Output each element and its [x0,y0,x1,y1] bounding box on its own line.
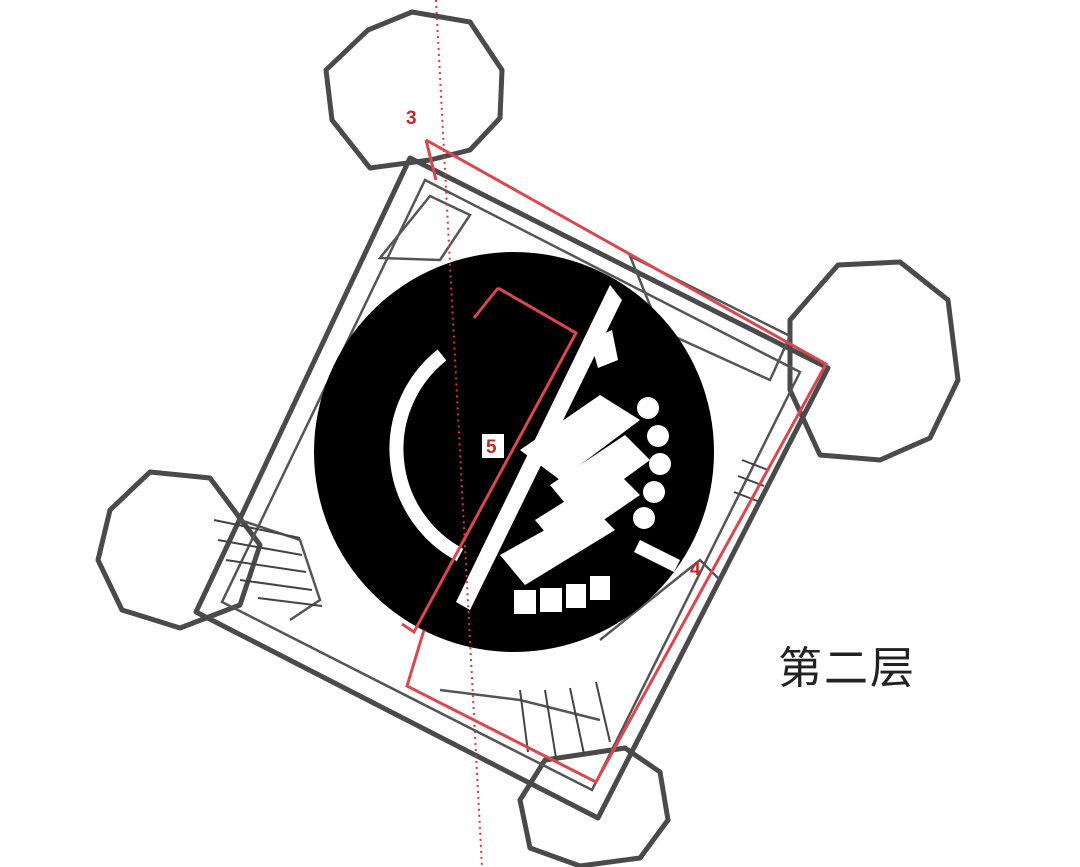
radial-walls [213,459,769,759]
section-outline-right [405,138,829,784]
marker-4: 4 [690,559,701,580]
section-outline-top [424,139,438,181]
marker-5: 5 [486,437,497,458]
core-arc [389,349,464,562]
bastion-bottom [517,745,671,867]
axis-line [435,0,483,867]
marker-5-box [482,434,504,458]
section-core-line [401,286,579,635]
section-core-top [472,287,500,319]
marker-3: 3 [406,108,417,129]
bastion-top [323,9,505,171]
core-rooms [500,330,680,614]
outer-wall [193,155,831,821]
bastion-left [95,469,263,631]
inner-wall [220,178,802,792]
bastion-right [787,259,961,463]
room-partitions [239,194,792,722]
floor-label: 第二层 [778,643,916,694]
